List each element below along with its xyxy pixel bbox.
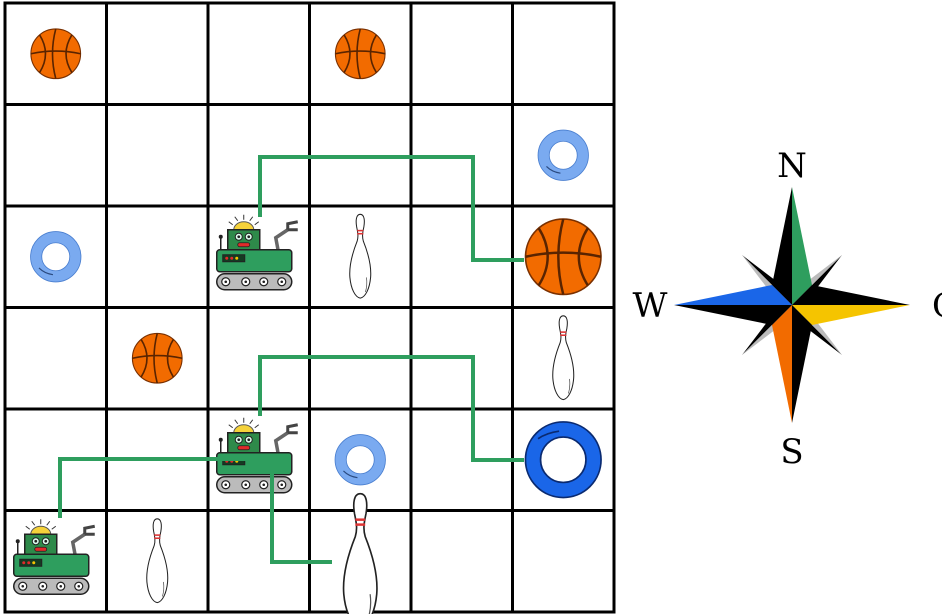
route-robot-1 <box>258 155 524 262</box>
route-robot-3 <box>58 457 332 564</box>
compass-east-top <box>792 285 910 305</box>
route-robot-2 <box>258 355 524 462</box>
compass-north-right <box>792 187 812 305</box>
grid-lines <box>5 3 614 612</box>
compass-north-left <box>772 187 792 305</box>
compass-label-north: N <box>777 146 807 186</box>
basketball-icon <box>524 217 603 296</box>
board-grid <box>3 1 616 614</box>
compass-west-top <box>674 285 792 305</box>
basketball-icon <box>30 28 82 80</box>
compass-south-left <box>772 305 792 423</box>
compass-rose: N S W O <box>633 146 942 472</box>
basketball-icon <box>334 28 386 80</box>
compass-label-south: S <box>780 432 803 472</box>
compass-west-bottom <box>674 305 792 325</box>
compass-label-west: W <box>633 286 668 326</box>
robot-routes <box>58 155 524 564</box>
compass-south-right <box>792 305 812 423</box>
compass-east-bottom <box>792 305 910 325</box>
compass-main-points <box>674 187 910 423</box>
basketball-icon <box>131 332 183 384</box>
compass-label-east: O <box>932 286 942 326</box>
